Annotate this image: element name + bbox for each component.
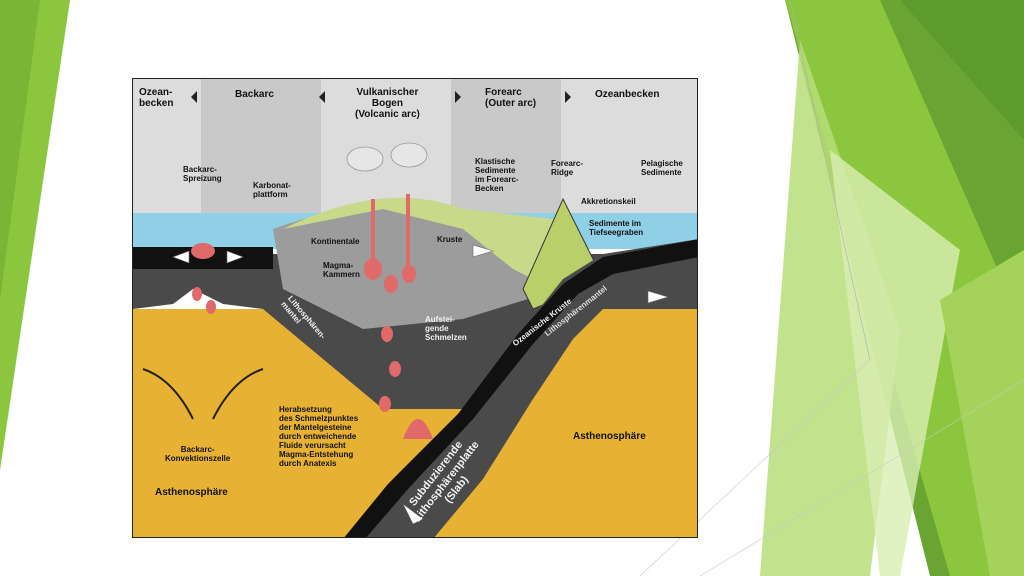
- header-backarc: Backarc: [235, 89, 274, 100]
- label-karbonat: Karbonat- plattform: [253, 181, 291, 199]
- label-kruste: Kruste: [437, 235, 463, 244]
- forearc-sediments: [283, 197, 563, 279]
- label-backarc-konvektion: Backarc- Konvektionszelle: [165, 445, 231, 463]
- label-aufsteigende: Aufstei- gende Schmelzen: [425, 315, 467, 342]
- right-facet-highlight: [940, 250, 1024, 576]
- label-klastische: Klastische Sedimente im Forearc- Becken: [475, 157, 519, 193]
- label-pelagische: Pelagische Sedimente: [641, 159, 683, 177]
- thin-line-3: [699, 379, 1024, 576]
- header-ozeanbecken-right: Ozeanbecken: [595, 89, 660, 100]
- diagram-graphics: [133, 79, 697, 537]
- right-facet-pale: [830, 150, 960, 576]
- label-forearc-ridge: Forearc- Ridge: [551, 159, 584, 177]
- convection-arrow-right: [212, 368, 264, 420]
- right-facet-deep: [900, 0, 1024, 140]
- header-forearc: Forearc (Outer arc): [485, 87, 537, 109]
- label-akkretionskeil: Akkretionskeil: [581, 197, 636, 206]
- subducting-slab-crust: [354, 239, 697, 537]
- header-band-volcanic: [201, 79, 321, 213]
- label-kontinentale: Kontinentale: [311, 237, 360, 246]
- label-herabsetzung: Herabsetzung des Schmelzpunktes der Mant…: [279, 405, 359, 468]
- convection-arrow-left: [142, 368, 194, 420]
- plate-arrows: [172, 244, 670, 525]
- thin-line-2: [639, 359, 871, 576]
- conduit-left: [371, 199, 375, 269]
- header-band-forearc: [451, 79, 561, 213]
- label-backarc-spreizung: Backarc- Spreizung: [183, 165, 222, 183]
- label-sedimente-tiefsee: Sedimente im Tiefseegraben: [589, 219, 644, 237]
- left-green-band-shade: [0, 0, 40, 300]
- header-vulkanischer-bogen: Vulkanischer Bogen (Volcanic arc): [355, 87, 420, 120]
- volcanic-plumes: [346, 142, 428, 172]
- header-arrows: [191, 91, 571, 103]
- label-asthenosphaere-right: Asthenosphäre: [573, 431, 646, 442]
- label-asthenosphaere-left: Asthenosphäre: [155, 487, 228, 498]
- subduction-diagram: Ozean- becken Backarc Vulkanischer Bogen…: [132, 78, 698, 538]
- label-magmakammern: Magma- Kammern: [323, 261, 360, 279]
- conduit-right: [406, 194, 410, 274]
- header-ozeanbecken-left: Ozean- becken: [139, 87, 174, 109]
- thin-line-1: [789, 0, 871, 361]
- subducting-slab-top: [344, 239, 697, 537]
